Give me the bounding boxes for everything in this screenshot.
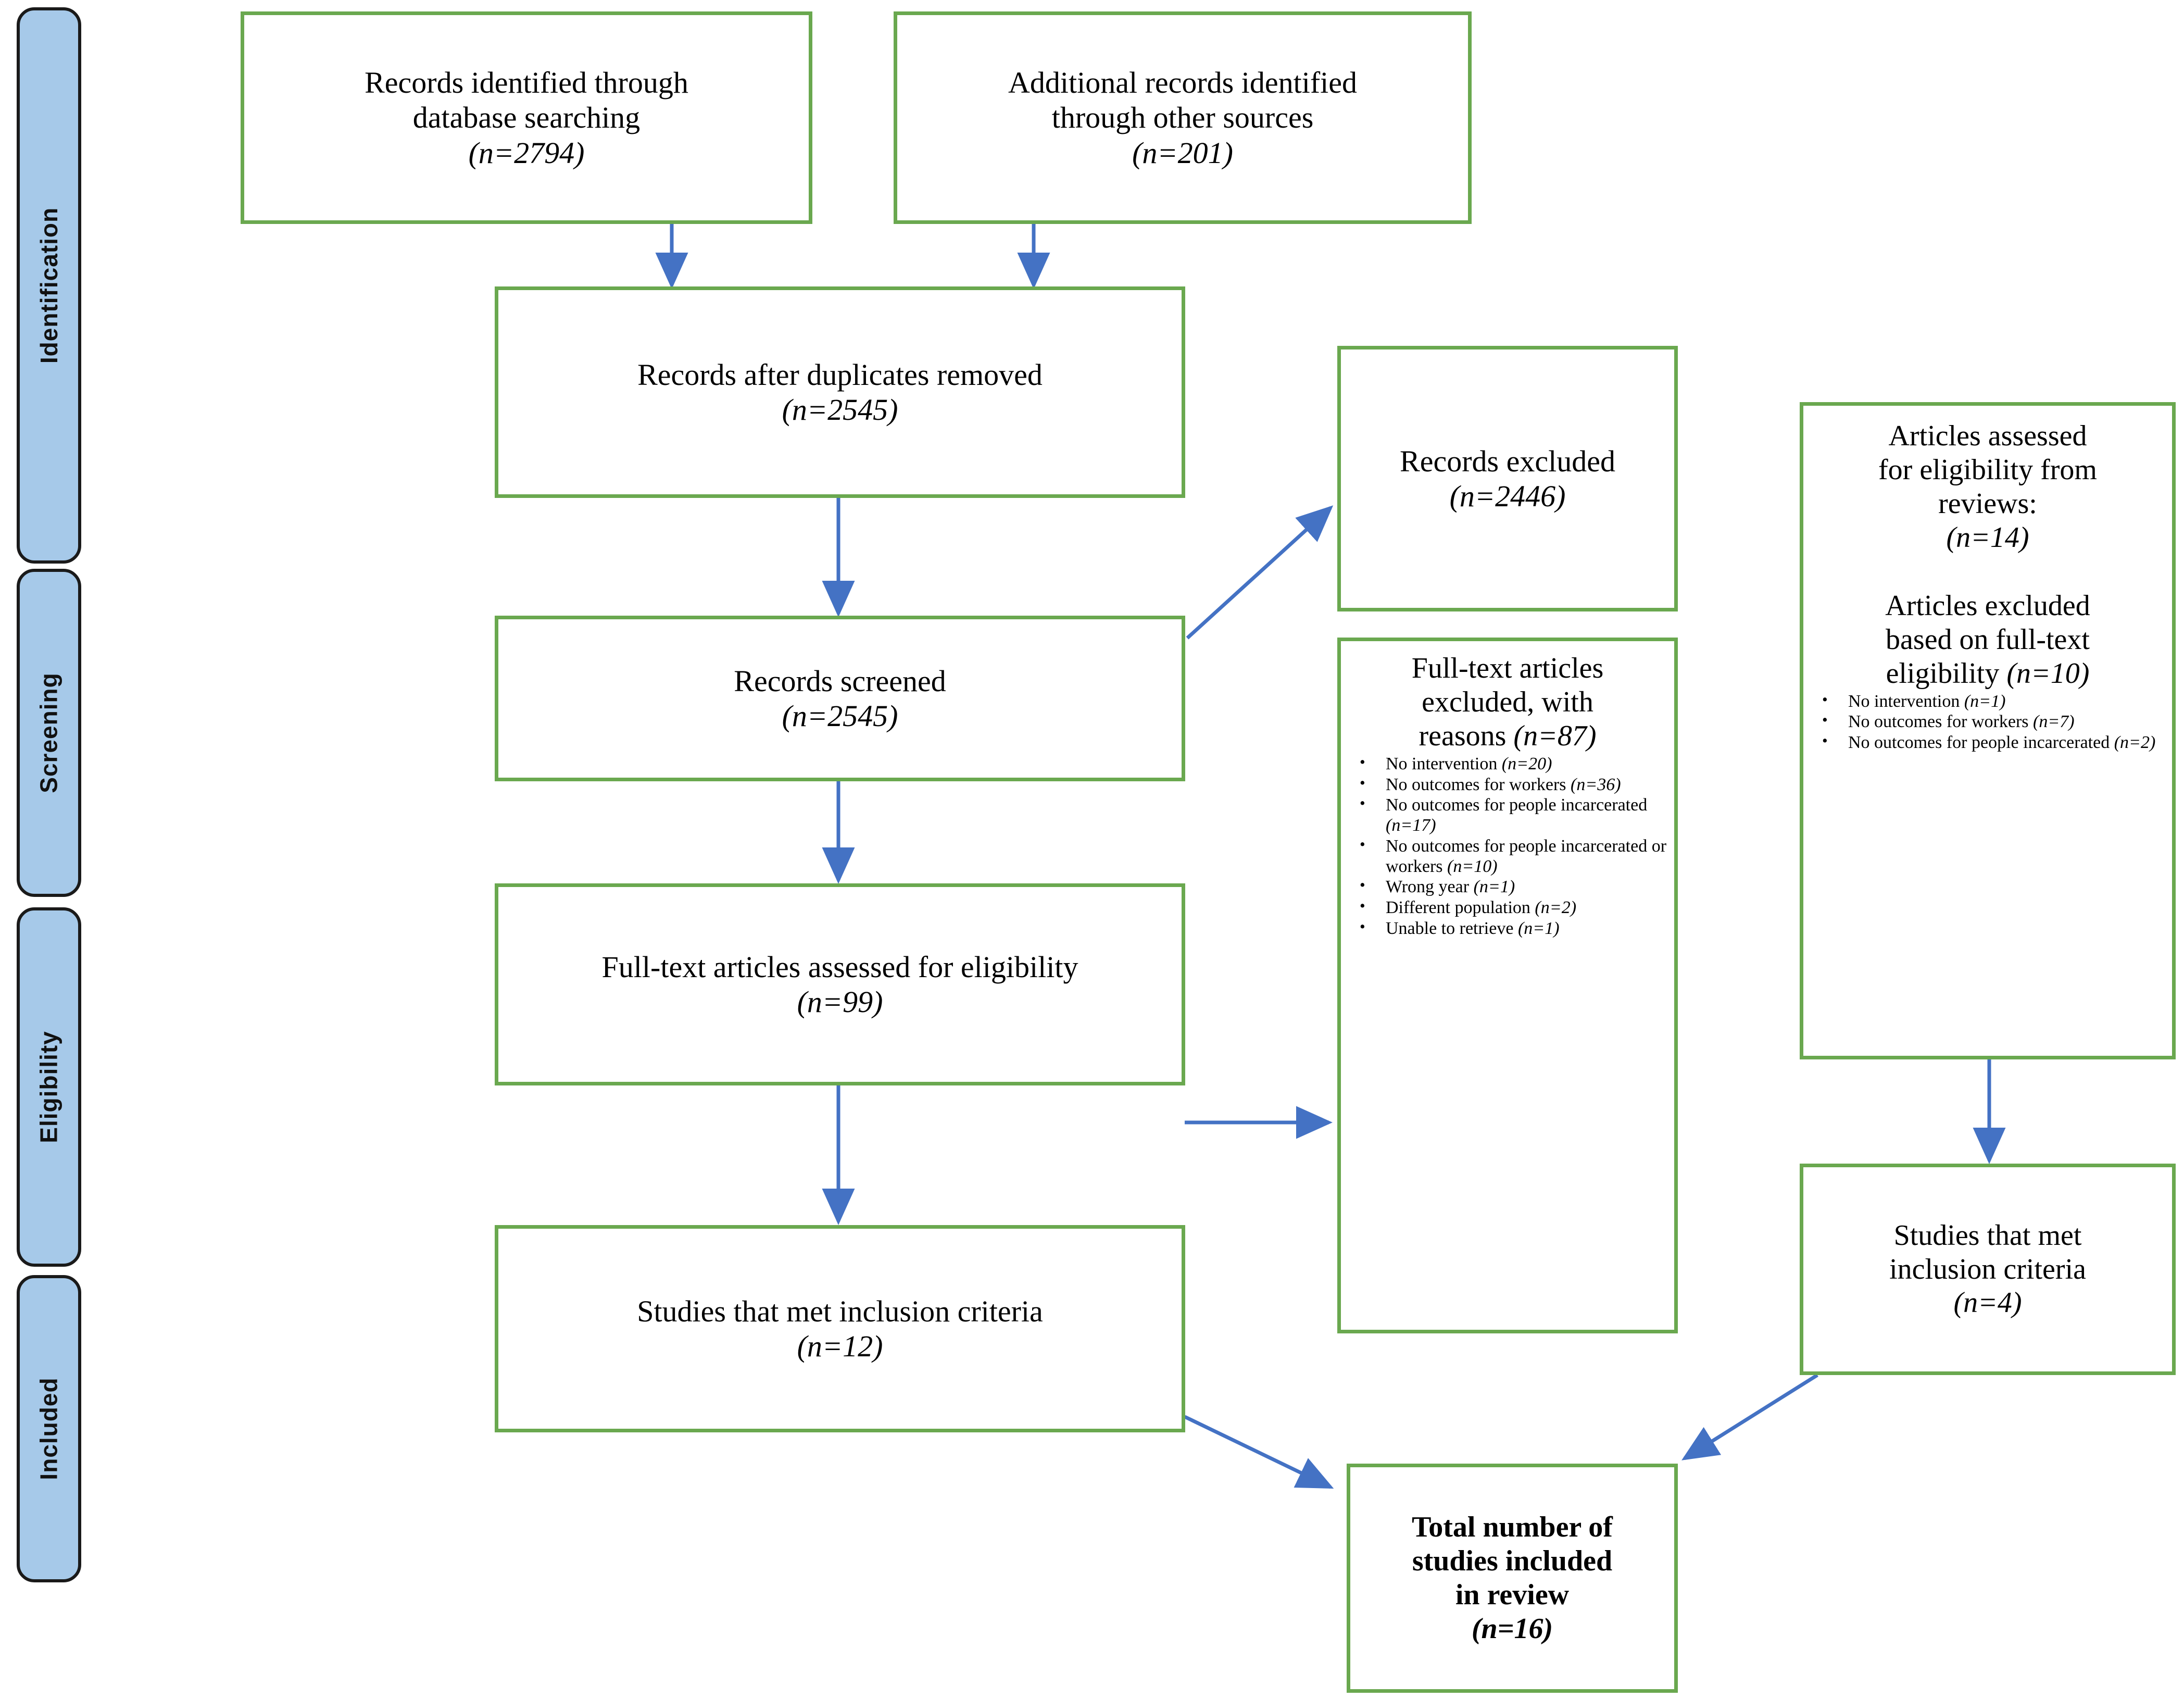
reason-count: (n=10): [1447, 856, 1498, 876]
box-line: based on full-text: [1886, 623, 2090, 656]
box-count: (n=2545): [782, 699, 898, 733]
reasons-list: No intervention (n=1) No outcomes for wo…: [1811, 691, 2165, 754]
reason-item: Wrong year (n=1): [1348, 876, 1667, 897]
box-line: Full-text articles: [1411, 652, 1604, 684]
box-records-after-duplicates-removed: Records after duplicates removed (n=2545…: [495, 286, 1185, 498]
reason-count: (n=7): [2033, 712, 2075, 732]
box-total-studies-included: Total number of studies included in revi…: [1347, 1464, 1678, 1693]
box-line-text: eligibility: [1886, 657, 2000, 690]
box-additional-records-other-sources: Additional records identified through ot…: [894, 11, 1472, 224]
box-records-excluded: Records excluded (n=2446): [1337, 346, 1678, 611]
box-count: (n=14): [1946, 521, 2029, 554]
box-count: (n=201): [1132, 135, 1233, 170]
reason-item: No outcomes for people incarcerated or w…: [1348, 835, 1667, 877]
box-line: excluded, with: [1422, 685, 1593, 718]
phase-eligibility: Eligibility: [17, 907, 81, 1267]
box-studies-met-inclusion-criteria-left: Studies that met inclusion criteria (n=1…: [495, 1225, 1185, 1432]
phase-identification: Identification: [17, 7, 81, 564]
reason-text: Wrong year: [1386, 877, 1470, 897]
box-line: Total number of: [1412, 1511, 1613, 1544]
reason-item: No outcomes for people incarcerated (n=2…: [1811, 732, 2165, 753]
reason-count: (n=2): [1535, 898, 1577, 918]
reason-text: No outcomes for workers: [1386, 775, 1566, 794]
box-fulltext-assessed-eligibility: Full-text articles assessed for eligibil…: [495, 883, 1185, 1085]
box-line-text: reasons: [1419, 719, 1507, 752]
reason-item: Unable to retrieve (n=1): [1348, 918, 1667, 939]
box-studies-met-inclusion-criteria-right: Studies that met inclusion criteria (n=4…: [1800, 1164, 2176, 1375]
reason-item: No intervention (n=20): [1348, 753, 1667, 775]
reason-item: No outcomes for workers (n=7): [1811, 711, 2165, 732]
reason-count: (n=36): [1571, 775, 1621, 794]
reason-item: No intervention (n=1): [1811, 691, 2165, 712]
box-count: (n=4): [1953, 1287, 2022, 1319]
box-line: database searching: [412, 101, 641, 135]
reason-text: No outcomes for people incarcerated: [1386, 795, 1648, 815]
box-line: Articles excluded: [1885, 589, 2090, 622]
reason-text: No outcomes for people incarcerated or w…: [1386, 836, 1667, 876]
box-line: Records screened: [734, 664, 946, 698]
reason-text: Unable to retrieve: [1386, 918, 1514, 938]
phase-label: Eligibility: [35, 1031, 62, 1143]
reason-count: (n=20): [1501, 754, 1552, 773]
reason-item: No outcomes for people incarcerated (n=1…: [1348, 794, 1667, 836]
reason-text: No intervention: [1386, 754, 1498, 773]
box-line: Studies that met: [1893, 1219, 2082, 1252]
reasons-list: No intervention (n=20) No outcomes for w…: [1348, 753, 1667, 940]
box-line: Full-text articles assessed for eligibil…: [601, 950, 1078, 984]
spacer: [1811, 555, 2165, 589]
reason-text: No intervention: [1848, 691, 1960, 711]
box-count: (n=10): [2006, 657, 2090, 690]
box-line: through other sources: [1051, 101, 1314, 135]
phase-included: Included: [17, 1275, 81, 1582]
phase-label: Identification: [35, 207, 63, 364]
reason-count: (n=1): [1517, 918, 1560, 938]
reason-item: Different population (n=2): [1348, 897, 1667, 918]
reason-count: (n=1): [1473, 877, 1515, 897]
box-articles-assessed-from-reviews: Articles assessed for eligibility from r…: [1800, 402, 2176, 1059]
box-line: Articles assessed: [1888, 420, 2087, 452]
box-line: Studies that met inclusion criteria: [637, 1294, 1043, 1328]
box-line: Records excluded: [1400, 444, 1615, 478]
box-line: Records after duplicates removed: [637, 357, 1043, 392]
reason-item: No outcomes for workers (n=36): [1348, 774, 1667, 795]
phase-screening: Screening: [17, 569, 81, 897]
reason-count: (n=1): [1964, 691, 2006, 711]
box-count: (n=2545): [782, 393, 898, 427]
box-line: for eligibility from: [1878, 453, 2097, 486]
box-line: in review: [1455, 1579, 1570, 1611]
box-records-identified-database: Records identified through database sear…: [241, 11, 812, 224]
box-count: (n=87): [1513, 719, 1597, 752]
box-line: inclusion criteria: [1889, 1253, 2086, 1285]
reason-count: (n=2): [2114, 733, 2156, 753]
box-count: (n=99): [797, 985, 883, 1019]
box-line: reasons (n=87): [1348, 719, 1667, 753]
reason-text: No outcomes for people incarcerated: [1848, 733, 2110, 753]
box-count: (n=16): [1471, 1612, 1553, 1645]
box-line: studies included: [1412, 1545, 1613, 1578]
box-fulltext-excluded-with-reasons: Full-text articles excluded, with reason…: [1337, 638, 1678, 1333]
reason-count: (n=17): [1386, 816, 1436, 835]
box-line: eligibility (n=10): [1811, 657, 2165, 691]
reason-text: Different population: [1386, 898, 1530, 918]
box-count: (n=2446): [1449, 479, 1566, 513]
box-line: reviews:: [1938, 487, 2037, 520]
reason-text: No outcomes for workers: [1848, 712, 2029, 732]
box-line: Additional records identified: [1008, 66, 1358, 100]
box-records-screened: Records screened (n=2545): [495, 616, 1185, 781]
phase-label: Screening: [35, 672, 63, 793]
box-count: (n=2794): [468, 135, 585, 170]
phase-label: Included: [35, 1377, 62, 1480]
box-line: Records identified through: [365, 66, 688, 100]
box-count: (n=12): [797, 1329, 883, 1363]
